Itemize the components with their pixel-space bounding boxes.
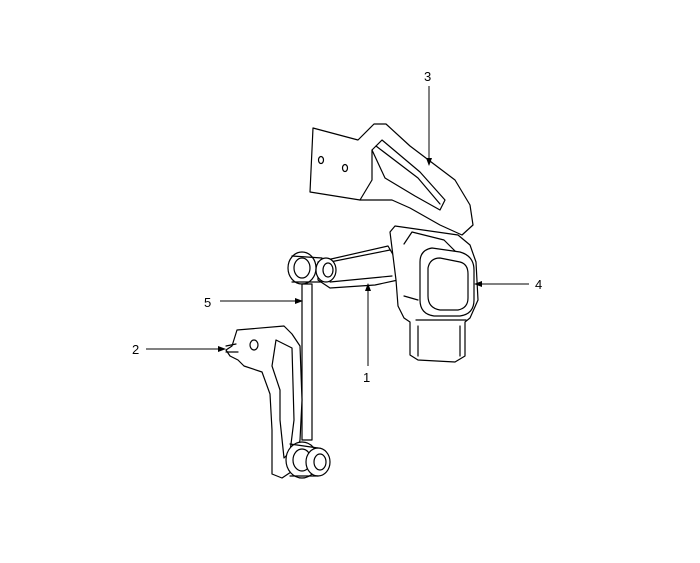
callout-5: 5 (204, 295, 212, 310)
upper-ball-joint (287, 251, 337, 285)
link-rod (301, 283, 313, 441)
lower-ball-joint (285, 441, 331, 479)
callout-1: 1 (363, 370, 371, 385)
callout-4: 4 (535, 277, 543, 292)
height-sensor (389, 225, 479, 363)
upper-bracket (309, 123, 474, 236)
sensor-lever-arm (317, 245, 399, 289)
lower-bracket (225, 325, 303, 479)
callout-3: 3 (424, 69, 432, 84)
callout-2: 2 (132, 342, 140, 357)
